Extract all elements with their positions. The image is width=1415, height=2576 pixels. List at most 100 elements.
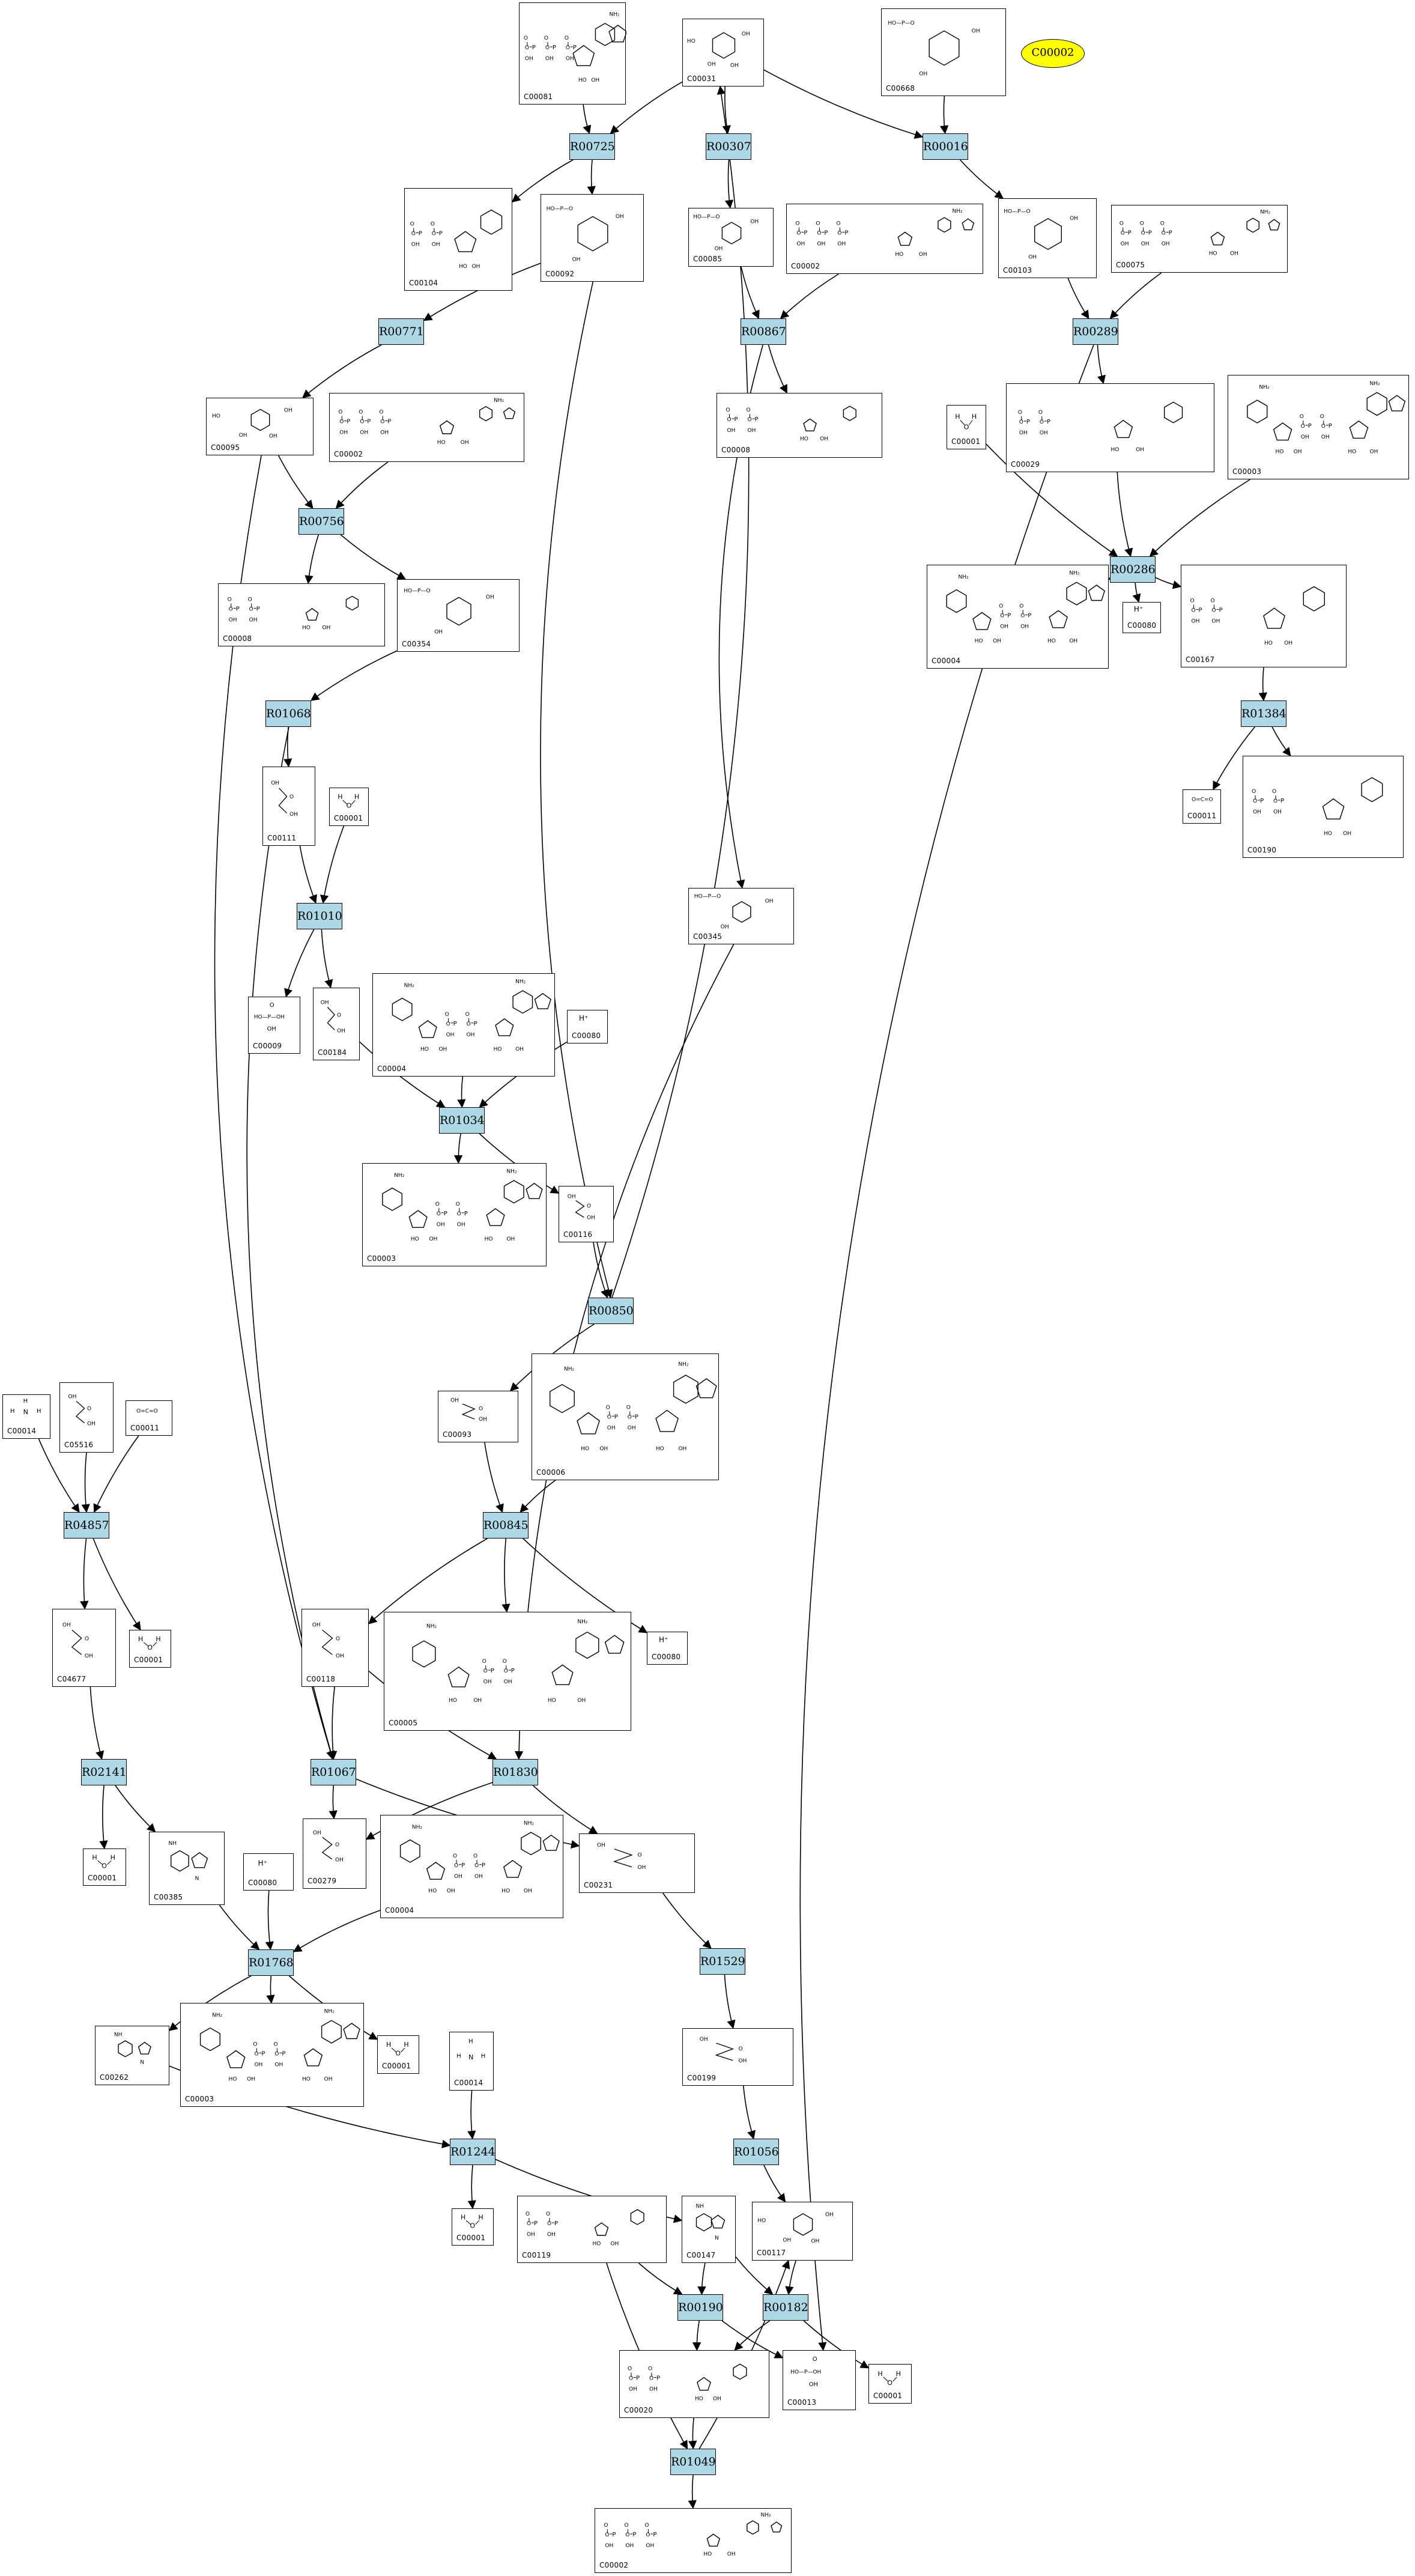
- reaction-node-r00725[interactable]: R00725: [569, 133, 615, 160]
- reaction-node-r01067[interactable]: R01067: [311, 1759, 356, 1785]
- reaction-node-r00845[interactable]: R00845: [483, 1512, 529, 1539]
- reaction-node-r01010[interactable]: R01010: [297, 903, 342, 929]
- reaction-node-r00850[interactable]: R00850: [588, 1298, 634, 1324]
- reaction-node-r00289[interactable]: R00289: [1073, 318, 1118, 345]
- reaction-node-r00016[interactable]: R00016: [923, 133, 968, 160]
- svg-text:P: P: [554, 2220, 558, 2227]
- reaction-node-r01768[interactable]: R01768: [248, 1949, 294, 1976]
- reaction-node-r01034[interactable]: R01034: [439, 1107, 485, 1134]
- compound-box-c00080[interactable]: H⁺C00080: [1123, 602, 1161, 633]
- reaction-node-r00867[interactable]: R00867: [741, 318, 786, 345]
- reaction-node-r00756[interactable]: R00756: [298, 508, 344, 535]
- svg-text:O: O: [1160, 221, 1165, 227]
- compound-id-label: C00085: [693, 255, 723, 263]
- svg-text:O: O: [999, 603, 1003, 609]
- reaction-node-r00286[interactable]: R00286: [1110, 556, 1156, 583]
- compound-box-c00080[interactable]: H⁺C00080: [243, 1853, 294, 1891]
- compound-box-c00080[interactable]: H⁺C00080: [567, 1010, 608, 1043]
- reaction-node-r04857[interactable]: R04857: [64, 1512, 109, 1539]
- reaction-node-r01056[interactable]: R01056: [733, 2139, 779, 2165]
- edge-arrow: [266, 1975, 275, 2004]
- svg-text:O: O: [795, 221, 799, 227]
- reaction-node-r00182[interactable]: R00182: [763, 2294, 808, 2321]
- reaction-node-r00771[interactable]: R00771: [378, 318, 424, 345]
- svg-text:OH: OH: [289, 812, 298, 818]
- highlighted-compound-c00002[interactable]: C00002: [1021, 39, 1085, 68]
- svg-text:OH: OH: [1019, 430, 1028, 436]
- reaction-node-r00190[interactable]: R00190: [677, 2294, 723, 2321]
- reaction-node-r01068[interactable]: R01068: [265, 700, 311, 727]
- svg-text:O: O: [467, 1021, 471, 1027]
- compound-id-label: C00009: [253, 1042, 282, 1050]
- reaction-node-r01529[interactable]: R01529: [700, 1948, 745, 1975]
- reaction-node-r00307[interactable]: R00307: [706, 133, 751, 160]
- reaction-node-r01049[interactable]: R01049: [670, 2449, 716, 2475]
- svg-text:OH: OH: [467, 1032, 475, 1038]
- compound-id-label: C00031: [687, 74, 717, 83]
- svg-text:O: O: [1273, 798, 1277, 804]
- reaction-node-r01830[interactable]: R01830: [492, 1759, 538, 1785]
- reaction-node-r02141[interactable]: R02141: [81, 1759, 127, 1785]
- reaction-node-r01244[interactable]: R01244: [450, 2139, 495, 2165]
- compound-box-c00080[interactable]: H⁺C00080: [647, 1632, 688, 1665]
- svg-text:OH: OH: [1069, 639, 1077, 645]
- reaction-node-r01384[interactable]: R01384: [1241, 700, 1286, 727]
